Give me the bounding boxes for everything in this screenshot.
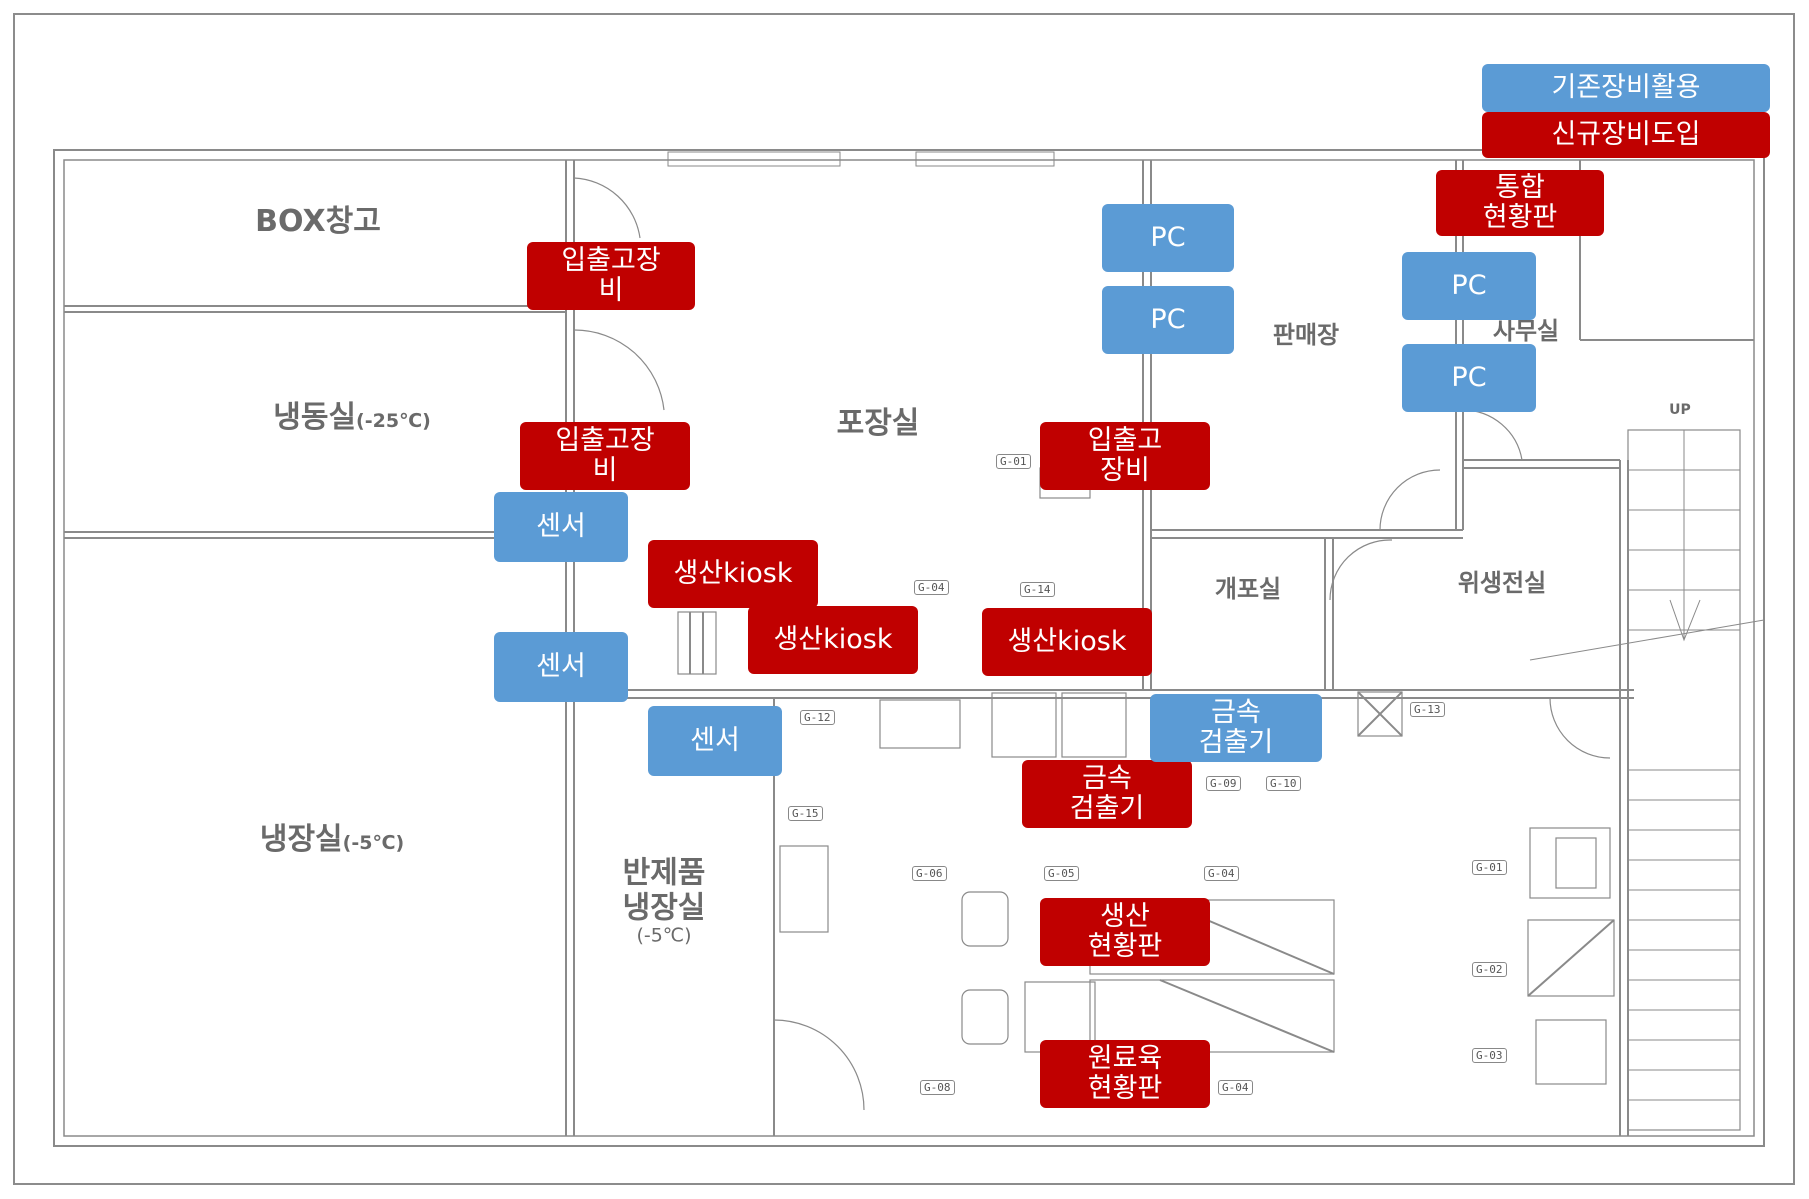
tag-inout-equipment: 입출고 장비 — [1040, 422, 1210, 490]
tag-sensor: 센서 — [494, 492, 628, 562]
equipment-code: G-01 — [1472, 860, 1507, 875]
room-packing: 포장실 — [836, 405, 920, 441]
equipment-code: G-03 — [1472, 1048, 1507, 1063]
room-semi-line2: 냉장실 — [622, 890, 706, 926]
tag-inout-equipment: 입출고장 비 — [527, 242, 695, 310]
room-semi-line1: 반제품 — [622, 855, 706, 891]
room-box-storage: BOX창고 — [255, 203, 381, 239]
equipment-code: G-06 — [912, 866, 947, 881]
tag-pc: PC — [1102, 204, 1234, 272]
room-freezer: 냉동실(-25℃) — [273, 399, 431, 436]
tag-pc: PC — [1102, 286, 1234, 354]
equipment-code: G-02 — [1472, 962, 1507, 977]
tag-pc: PC — [1402, 252, 1536, 320]
equipment-code: G-01 — [996, 454, 1031, 469]
room-freezer-temp: (-25℃) — [356, 409, 431, 432]
tag-production-kiosk: 생산kiosk — [748, 606, 918, 674]
equipment-code: G-04 — [1218, 1080, 1253, 1095]
equipment-code: G-15 — [788, 806, 823, 821]
room-fridge-name: 냉장실 — [259, 821, 343, 857]
equipment-code: G-13 — [1410, 702, 1445, 717]
equipment-code: G-12 — [800, 710, 835, 725]
figure-frame — [13, 13, 1795, 1185]
tag-production-kiosk: 생산kiosk — [648, 540, 818, 608]
legend-existing-equipment: 기존장비활용 — [1482, 64, 1770, 112]
room-semi-finished-fridge: 반제품 냉장실 (-5℃) — [622, 855, 706, 948]
legend-new-equipment: 신규장비도입 — [1482, 112, 1770, 158]
equipment-code: G-09 — [1206, 776, 1241, 791]
room-sales: 판매장 — [1272, 321, 1340, 350]
tag-metal-detector-existing: 금속 검출기 — [1150, 694, 1322, 762]
equipment-code: G-08 — [920, 1080, 955, 1095]
room-office: 사무실 — [1492, 317, 1560, 346]
equipment-code: G-04 — [1204, 866, 1239, 881]
tag-production-kiosk: 생산kiosk — [982, 608, 1152, 676]
tag-pc: PC — [1402, 344, 1536, 412]
room-fridge-temp: (-5℃) — [342, 831, 405, 854]
tag-inout-equipment: 입출고장 비 — [520, 422, 690, 490]
building-outline — [53, 149, 1765, 1147]
equipment-code: G-10 — [1266, 776, 1301, 791]
tag-metal-detector: 금속 검출기 — [1022, 760, 1192, 828]
room-fridge: 냉장실(-5℃) — [259, 821, 405, 858]
tag-sensor: 센서 — [648, 706, 782, 776]
tag-raw-meat-status-board: 원료육 현황판 — [1040, 1040, 1210, 1108]
tag-production-status-board: 생산 현황판 — [1040, 898, 1210, 966]
room-semi-temp: (-5℃) — [636, 924, 692, 947]
equipment-code: G-05 — [1044, 866, 1079, 881]
equipment-code: G-14 — [1020, 582, 1055, 597]
equipment-code: G-04 — [914, 580, 949, 595]
stairs-up-label: UP — [1669, 401, 1691, 418]
room-unpacking: 개포실 — [1214, 575, 1282, 604]
room-freezer-name: 냉동실 — [273, 399, 357, 435]
room-hygiene: 위생전실 — [1457, 569, 1547, 598]
tag-sensor: 센서 — [494, 632, 628, 702]
tag-integrated-status-board: 통합 현황판 — [1436, 170, 1604, 236]
